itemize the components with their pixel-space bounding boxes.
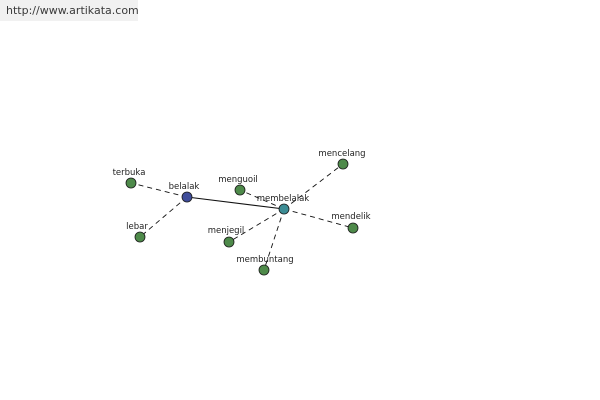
graph-nodes <box>125 158 359 276</box>
node-mencelang[interactable] <box>337 158 349 170</box>
node-label-menjegil[interactable]: menjegil <box>208 226 245 236</box>
node-lebar[interactable] <box>134 231 146 243</box>
node-label-membelalak[interactable]: membelalak <box>257 194 310 204</box>
node-membuntang[interactable] <box>258 264 270 276</box>
node-label-lebar[interactable]: lebar <box>126 222 148 232</box>
edge-membelalak-membuntang <box>263 208 285 271</box>
edge-membelalak-menjegil <box>228 208 285 243</box>
graph-labels: belalak membelalak terbuka lebar menguoil men… <box>113 149 371 265</box>
site-url[interactable]: http://www.artikata.com <box>0 0 139 21</box>
edge-belalak-terbuka <box>130 182 188 198</box>
node-menguoil[interactable] <box>234 184 246 196</box>
node-membelalak[interactable] <box>278 203 290 215</box>
node-terbuka[interactable] <box>125 177 137 189</box>
node-label-terbuka[interactable]: terbuka <box>113 168 146 178</box>
node-label-menguoil[interactable]: menguoil <box>218 175 258 185</box>
node-mendelik[interactable] <box>347 222 359 234</box>
node-label-membuntang[interactable]: membuntang <box>236 255 293 265</box>
edge-belalak-membelalak <box>186 196 285 210</box>
node-label-mendelik[interactable]: mendelik <box>331 212 370 222</box>
edge-membelalak-menguoil <box>239 189 285 210</box>
edge-membelalak-mendelik <box>283 208 354 229</box>
edge-membelalak-mencelang <box>283 163 344 210</box>
graph-edges <box>130 163 354 271</box>
edge-belalak-lebar <box>139 196 188 238</box>
node-belalak[interactable] <box>181 191 193 203</box>
node-label-belalak[interactable]: belalak <box>169 182 200 192</box>
node-label-mencelang[interactable]: mencelang <box>318 149 365 159</box>
node-menjegil[interactable] <box>223 236 235 248</box>
